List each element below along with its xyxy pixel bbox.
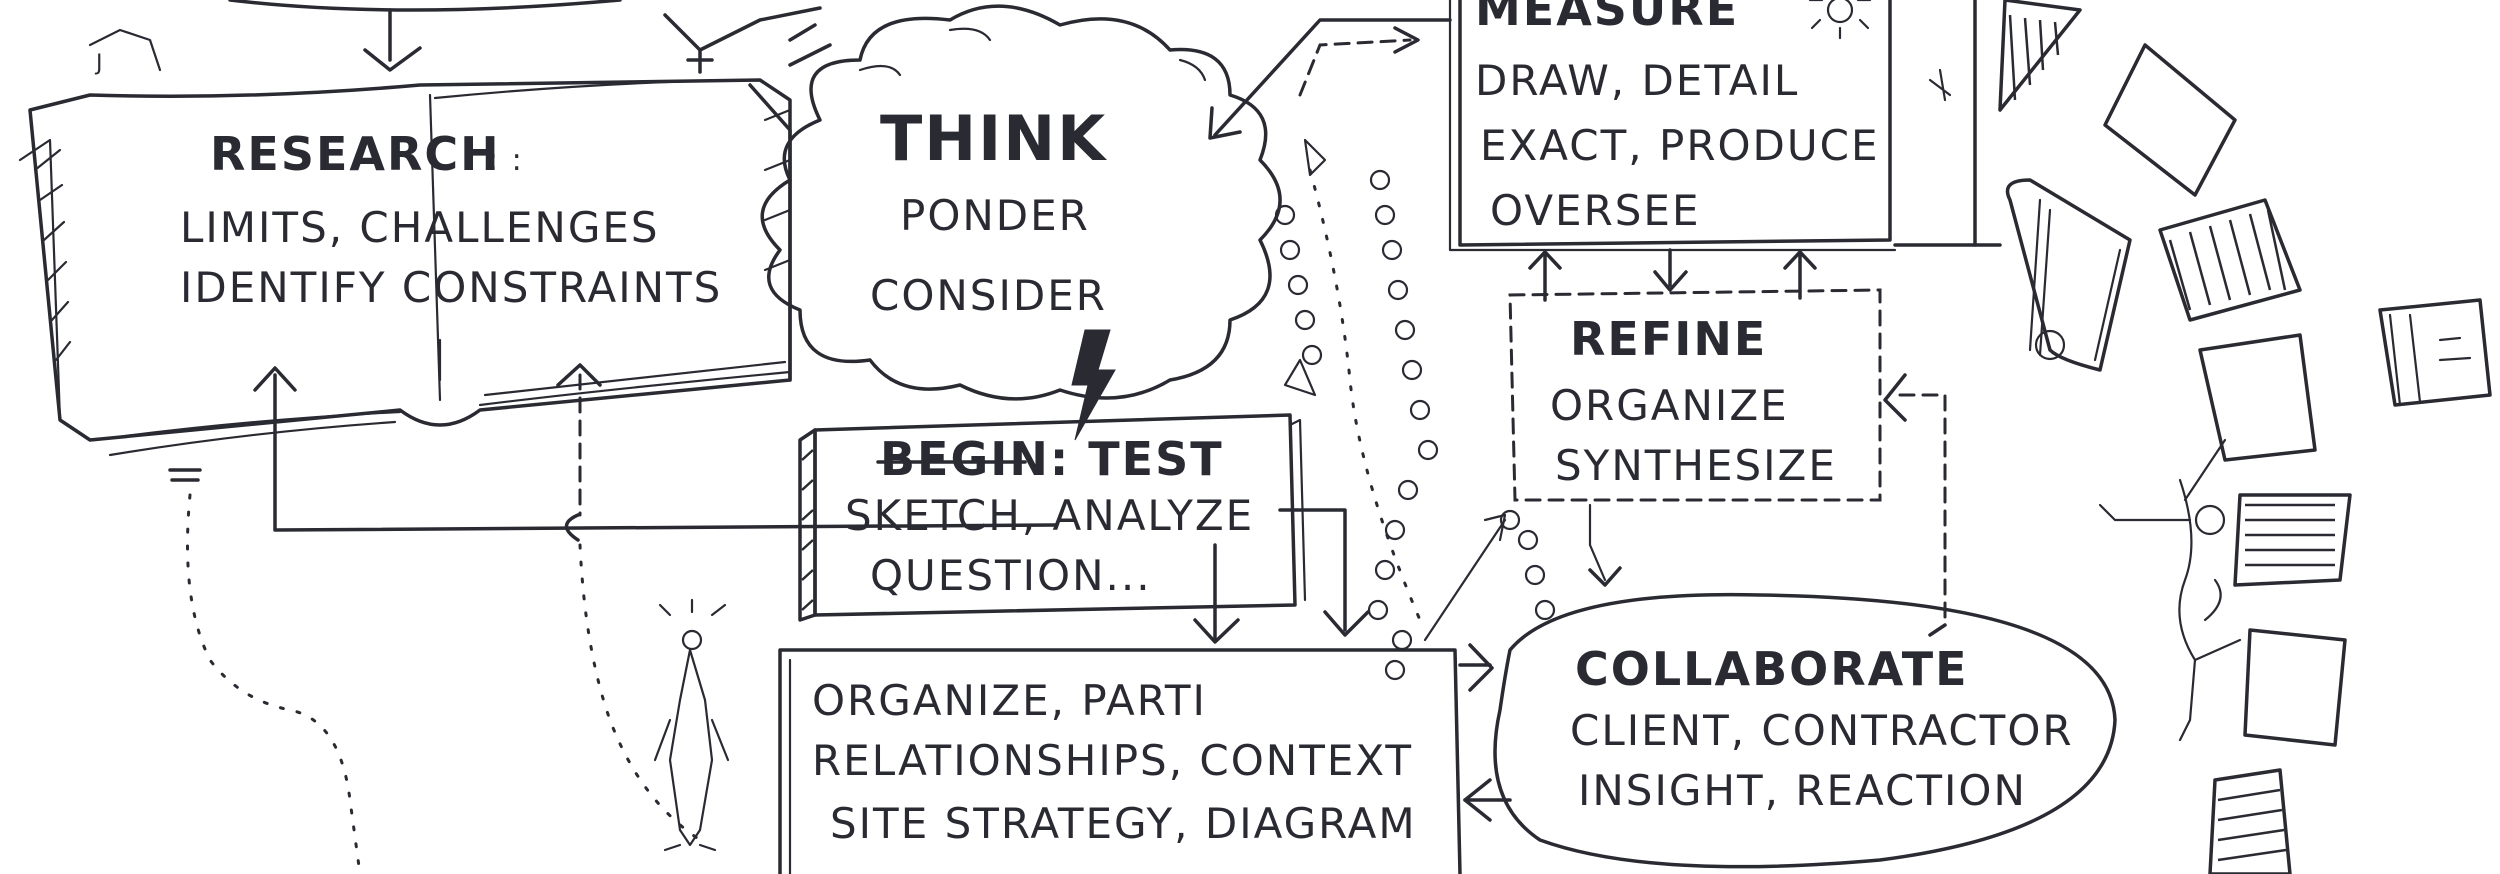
organize-line-2: RELATIONSHIPS, CONTEXT — [812, 736, 1413, 785]
refine-title: REFINE — [1570, 312, 1767, 366]
think-title: THINK — [880, 102, 1107, 175]
measure-title: MEASURE — [1475, 0, 1739, 36]
lightning-bolt-icon — [1071, 329, 1116, 441]
connectors — [186, 0, 2002, 874]
right-panels — [1998, 0, 2492, 874]
begin-line-1: SKETCH, ANALYZE — [845, 491, 1254, 540]
bird-fragment — [663, 6, 832, 74]
refine-line-2: SYNTHESIZE — [1555, 441, 1837, 490]
research-book: RESEARCH : : LIMITS, CHALLENGES IDENTIFY… — [18, 78, 792, 457]
collaborate-title: COLLABORATE — [1575, 642, 1969, 696]
refine-box: REFINE ORGANIZE SYNTHESIZE — [1508, 288, 1882, 502]
svg-text:: :: : : — [488, 143, 524, 178]
dancer-figure — [2098, 438, 2242, 742]
svg-text:J: J — [94, 51, 105, 76]
organize-line-3: SITE STRATEGY, DIAGRAM — [830, 799, 1417, 848]
organize-line-1: ORGANIZE, PARTI — [812, 676, 1207, 725]
flag-fragment — [1283, 138, 1327, 397]
circle-chain — [1274, 169, 1556, 681]
think-line-2: CONSIDER — [870, 271, 1107, 320]
person-figure — [653, 598, 730, 852]
think-line-1: PONDER — [900, 191, 1090, 240]
begin-test-box: BEGIN: TEST SKETCH, ANALYZE QUESTION... — [798, 413, 1307, 622]
refine-line-1: ORGANIZE — [1550, 381, 1789, 430]
organize-box: ORGANIZE, PARTI RELATIONSHIPS, CONTEXT S… — [778, 648, 1462, 874]
measure-box: MEASURE DRAW, DETAIL EXACT, PRODUCE OVER… — [1448, 0, 1897, 252]
measure-line-2: EXACT, PRODUCE — [1480, 121, 1880, 170]
research-line-1: LIMITS, CHALLENGES — [180, 203, 660, 252]
think-cloud: THINK PONDER CONSIDER — [760, 4, 1282, 401]
research-title: RESEARCH — [210, 127, 501, 181]
measure-line-1: DRAW, DETAIL — [1475, 56, 1799, 105]
research-line-2: IDENTIFY CONSTRAINTS — [180, 263, 722, 312]
pencil-icon — [168, 468, 202, 482]
collaborate-ellipse: COLLABORATE CLIENT, CONTRACTOR INSIGHT, … — [1493, 592, 2117, 869]
begin-title: BEGIN: TEST — [880, 432, 1224, 486]
collaborate-line-1: CLIENT, CONTRACTOR — [1570, 706, 2074, 755]
measure-line-3: OVERSEE — [1490, 186, 1701, 235]
begin-line-2: QUESTION... — [870, 551, 1152, 600]
top-left-fragment: J — [88, 0, 622, 76]
collaborate-line-2: INSIGHT, REACTION — [1578, 766, 2027, 815]
sun-icon — [1808, 0, 1872, 40]
